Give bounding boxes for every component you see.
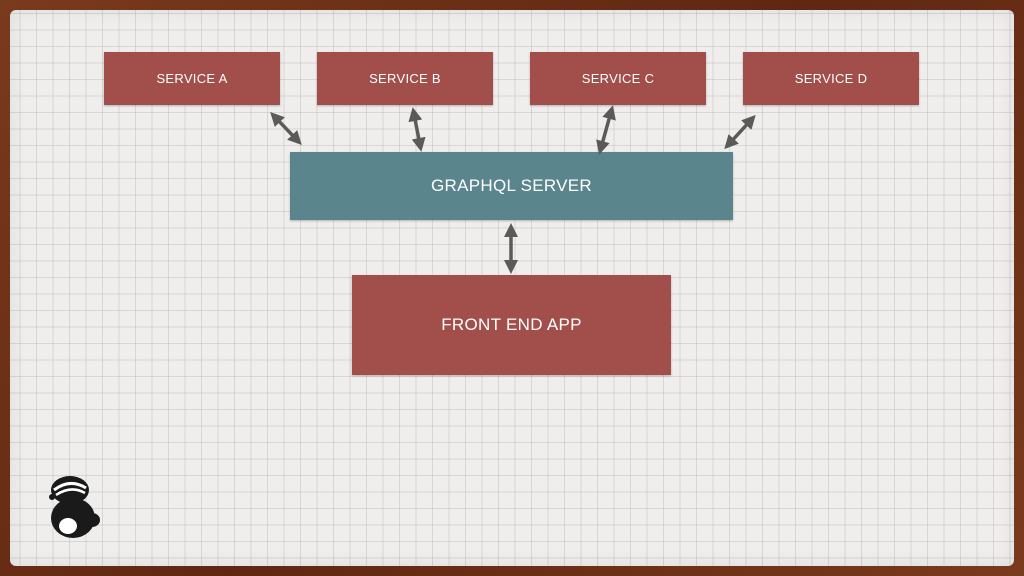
service-c-box: SERVICE C [530,52,706,105]
graphql-server-box: GRAPHQL SERVER [290,152,733,220]
service-c-label: SERVICE C [581,71,655,86]
front-end-app-label: FRONT END APP [441,315,582,334]
service-b-label: SERVICE B [369,71,441,86]
graphql-server-label: GRAPHQL SERVER [430,176,593,195]
service-d-box: SERVICE D [743,52,919,105]
service-a-box: SERVICE A [104,52,280,105]
service-b-box: SERVICE B [317,52,493,105]
service-d-label: SERVICE D [794,71,868,86]
badger-icon [49,476,100,538]
service-a-label: SERVICE A [156,71,228,86]
front-end-app-box: FRONT END APP [352,275,671,375]
